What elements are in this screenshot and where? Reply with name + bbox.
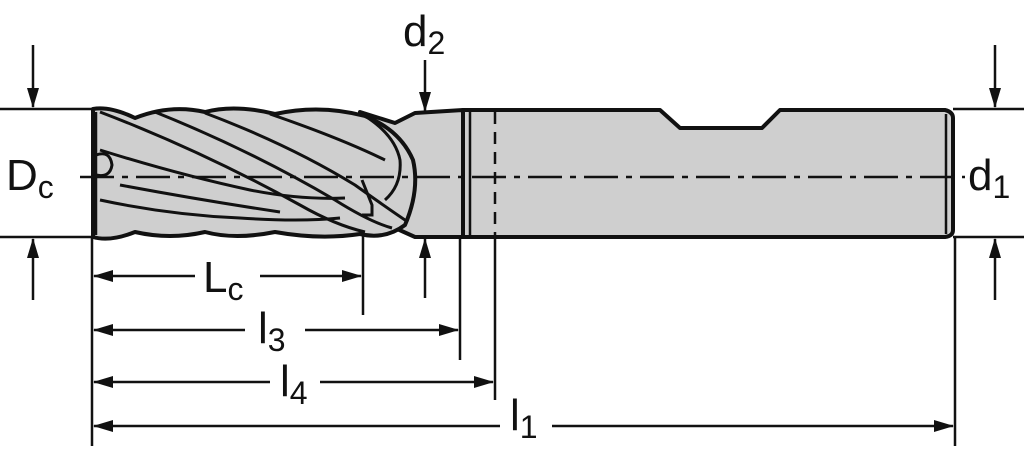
flute-edge — [364, 114, 402, 202]
flute-edge — [269, 112, 386, 162]
flute-edge — [360, 179, 374, 217]
d1-label: d1 — [968, 151, 1010, 205]
l3-label: l3 — [258, 304, 286, 358]
flute-edge — [154, 110, 393, 230]
l1-label: l1 — [510, 391, 538, 445]
flute-edge — [119, 183, 281, 214]
d2-label: d2 — [403, 7, 445, 61]
shank — [461, 108, 955, 239]
flute-edge — [99, 148, 346, 200]
tip-face — [95, 152, 114, 177]
flute-edge — [99, 198, 341, 222]
l4-label: l4 — [280, 357, 308, 411]
lc-label: Lc — [203, 253, 243, 307]
flute-edge — [99, 110, 366, 234]
flute-edge — [204, 111, 409, 224]
dc-label: Dc — [6, 151, 54, 205]
end-mill-tool — [91, 106, 955, 241]
